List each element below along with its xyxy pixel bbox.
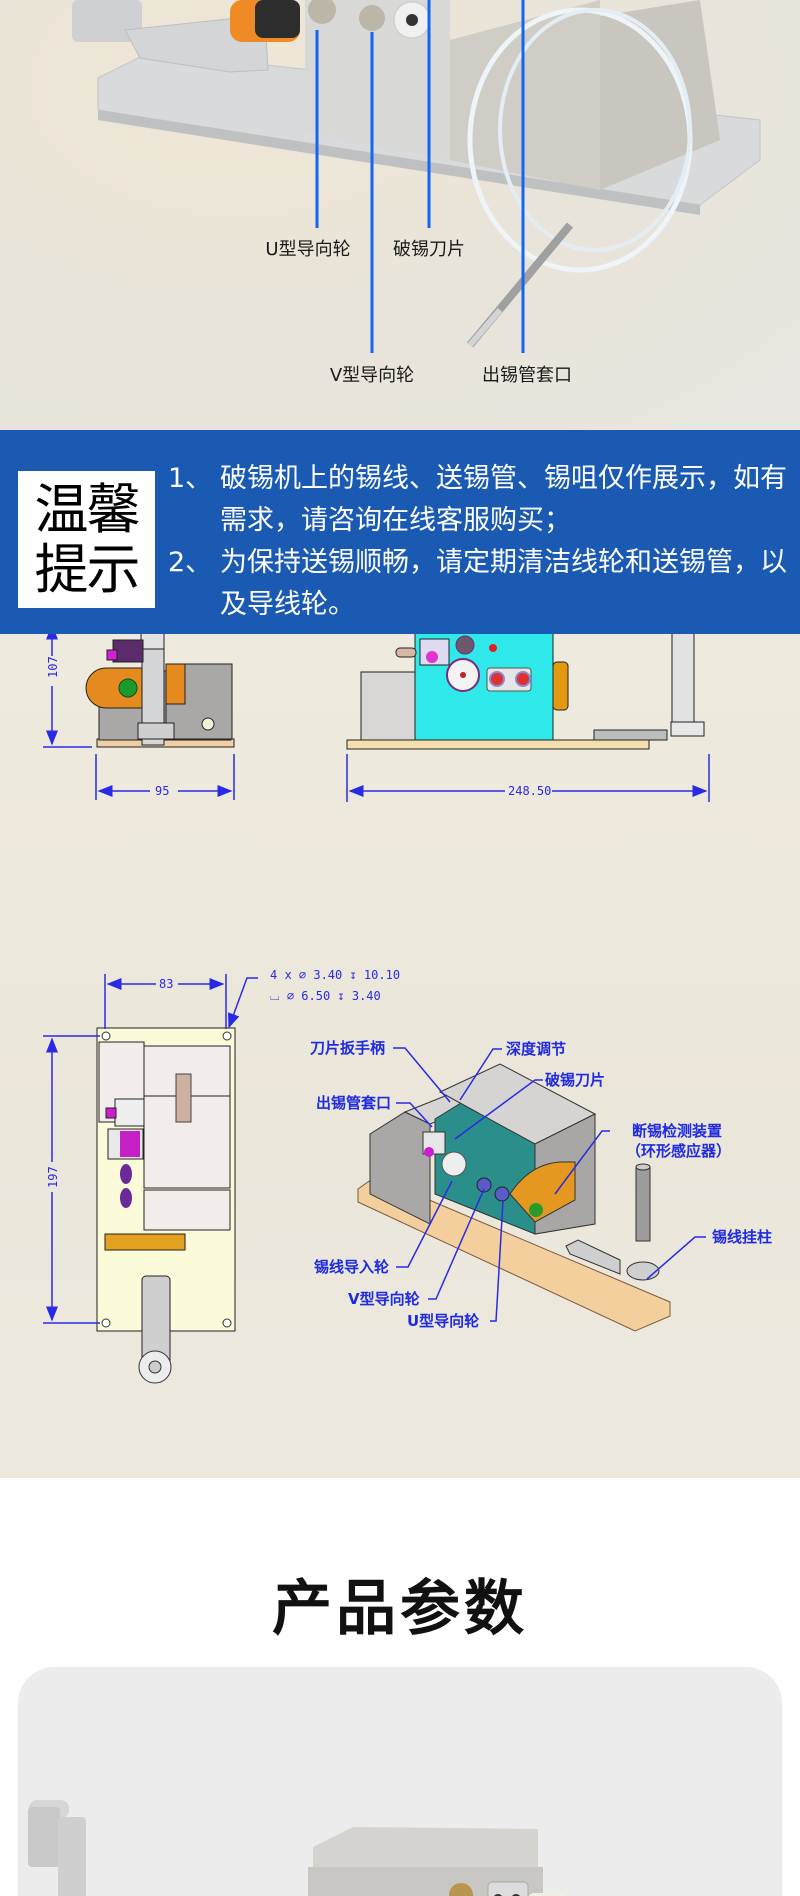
iso-label-blade: 破锡刀片 — [545, 1071, 605, 1089]
technical-drawings-section: 107 95 248.5 — [0, 634, 800, 1478]
iso-label-tube-outlet: 出锡管套口 — [316, 1094, 391, 1112]
notice-item-number: 2、 — [168, 547, 213, 578]
notice-badge: 温 馨 提 示 — [18, 471, 155, 608]
iso-label-break-detect: 断锡检测装置 — [632, 1122, 722, 1140]
notice-item-text: 破锡机上的锡线、送锡管、锡咀仅作展示，如有需求，请咨询在线客服购买； — [220, 463, 787, 536]
product-photo-section: U型导向轮 破锡刀片 V型导向轮 出锡管套口 — [0, 0, 800, 430]
notice-list: 1、 破锡机上的锡线、送锡管、锡咀仅作展示，如有需求，请咨询在线客服购买； 2、… — [168, 458, 788, 626]
callout-u-guide-wheel: U型导向轮 — [265, 239, 351, 260]
iso-label-depth-adjust: 深度调节 — [506, 1040, 566, 1058]
notice-item-text: 为保持送锡顺畅，请定期清洁线轮和送锡管，以及导线轮。 — [220, 547, 787, 620]
iso-label-break-detect-sub: （环形感应器） — [626, 1142, 731, 1160]
callout-v-guide-wheel: V型导向轮 — [329, 365, 415, 386]
notice-badge-char: 示 — [86, 537, 141, 601]
callout-tube-outlet-sleeve: 出锡管套口 — [482, 365, 572, 386]
notice-badge-char: 温 — [34, 477, 89, 541]
params-product-card — [18, 1667, 782, 1896]
side-view-width-dim: 95 — [155, 784, 169, 798]
iso-leader-lines — [393, 1047, 706, 1322]
notice-badge-char: 提 — [34, 537, 89, 601]
params-title: 产品参数 — [272, 1574, 528, 1644]
front-view-width-dim: 248.50 — [508, 784, 551, 798]
front-view-drawing — [346, 634, 705, 750]
top-view-width-dim: 83 — [159, 977, 173, 991]
iso-label-v-wheel: V型导向轮 — [348, 1290, 420, 1308]
top-view-height-dim: 197 — [46, 1166, 60, 1188]
notice-banner: 温 馨 提 示 1、 破锡机上的锡线、送锡管、锡咀仅作展示，如有需求，请咨询在线… — [0, 430, 800, 634]
iso-label-wire-inlet: 锡线导入轮 — [314, 1258, 389, 1276]
callout-tin-breaking-blade: 破锡刀片 — [393, 239, 465, 260]
notice-badge-char: 馨 — [86, 477, 141, 541]
side-view-height-dim: 107 — [46, 656, 60, 678]
product-photo — [72, 0, 761, 353]
params-product-photo — [28, 1800, 566, 1896]
iso-label-wire-post: 锡线挂柱 — [712, 1228, 772, 1246]
side-view-drawing — [85, 634, 235, 748]
top-view-drawing — [96, 1027, 236, 1384]
iso-label-blade-handle: 刀片扳手柄 — [310, 1039, 385, 1057]
technical-drawings: 107 95 248.5 — [43, 634, 772, 1384]
notice-item: 2、 为保持送锡顺畅，请定期清洁线轮和送锡管，以及导线轮。 — [168, 542, 788, 626]
notice-item-number: 1、 — [168, 463, 213, 494]
hole-note-2: ⌴ ⌀ 6.50 ↧ 3.40 — [270, 989, 381, 1003]
iso-label-u-wheel: U型导向轮 — [407, 1312, 479, 1330]
hole-note-1: 4 x ⌀ 3.40 ↧ 10.10 — [270, 968, 400, 982]
notice-item: 1、 破锡机上的锡线、送锡管、锡咀仅作展示，如有需求，请咨询在线客服购买； — [168, 458, 788, 542]
